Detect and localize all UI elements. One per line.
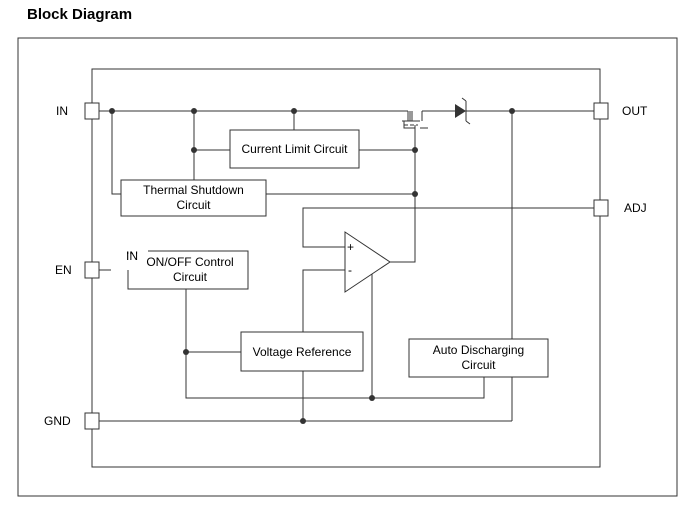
pin-adj-label: ADJ (624, 201, 647, 215)
pin-adj: ADJ (593, 199, 647, 217)
auto-discharging-label-line1: Auto Discharging (433, 343, 524, 357)
pin-out-label: OUT (622, 104, 648, 118)
voltage-reference-block: Voltage Reference (240, 331, 364, 372)
amp-plus-label: + (347, 240, 354, 254)
outer-frame (17, 37, 678, 497)
junction-dots (109, 108, 515, 424)
pin-in-label: IN (56, 104, 68, 118)
amp-minus-label: - (348, 263, 352, 277)
on-off-in-label-overlay: IN (126, 249, 138, 263)
pin-gnd: GND (44, 412, 100, 430)
auto-discharging-label-line2: Circuit (461, 358, 496, 372)
thermal-shutdown-label-line2: Circuit (176, 198, 211, 212)
current-limit-label: Current Limit Circuit (241, 142, 348, 156)
thermal-shutdown-label-line1: Thermal Shutdown (143, 183, 244, 197)
pin-en: EN (55, 261, 100, 279)
pin-in: IN (56, 102, 100, 120)
on-off-control-label-line2: Circuit (173, 270, 208, 284)
pin-out: OUT (593, 102, 648, 120)
pin-en-label: EN (55, 263, 72, 277)
page-title: Block Diagram (27, 6, 133, 23)
pin-gnd-label: GND (44, 414, 71, 428)
auto-discharging-block: Auto Discharging Circuit (408, 338, 549, 378)
voltage-reference-label: Voltage Reference (253, 345, 352, 359)
output-diode-icon (455, 97, 471, 125)
current-limit-block: Current Limit Circuit (229, 129, 360, 169)
error-amplifier: + - (344, 231, 391, 293)
on-off-control-block: IN ON/OFF Control Circuit IN (124, 246, 249, 290)
on-off-control-label-line1: ON/OFF Control (146, 255, 233, 269)
thermal-shutdown-block: Thermal Shutdown Circuit (120, 179, 267, 217)
